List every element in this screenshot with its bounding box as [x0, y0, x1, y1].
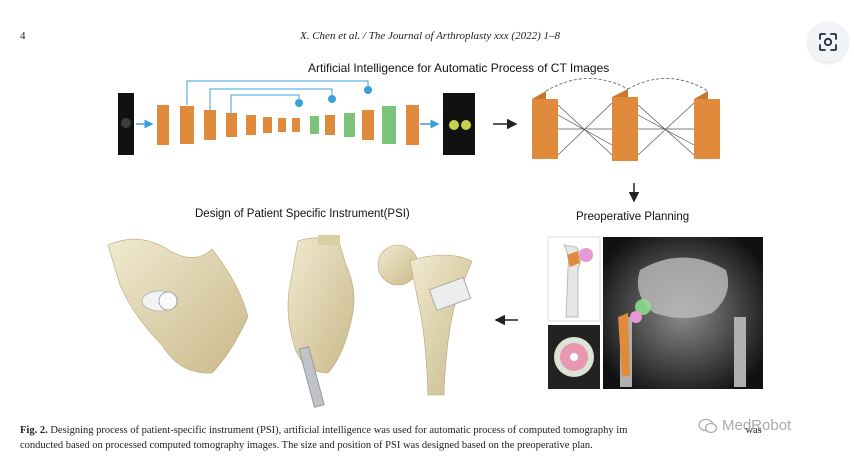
- input-ct-image: [118, 93, 134, 155]
- scan-image-icon: [819, 33, 837, 51]
- output-ct-image: [443, 93, 475, 155]
- psi-femur-render: [377, 244, 473, 396]
- figure-graphics: [107, 78, 763, 408]
- scan-image-button[interactable]: [808, 22, 848, 62]
- watermark-text: MedRobot: [722, 417, 792, 434]
- figure-title-psi: Design of Patient Specific Instrument(PS…: [195, 208, 410, 220]
- dense-blocks: [532, 78, 720, 161]
- caption-text-line1-end: was: [745, 425, 762, 436]
- psi-spine-render: [287, 235, 355, 408]
- figure: Artificial Intelligence for Automatic Pr…: [100, 55, 780, 415]
- caption-text-line2: conducted based on processed computed to…: [20, 440, 593, 451]
- psi-pelvis-render: [107, 238, 249, 374]
- planning-images: [547, 236, 763, 389]
- figure-title-ai: Artificial Intelligence for Automatic Pr…: [308, 61, 610, 75]
- wechat-icon: [698, 418, 718, 433]
- running-head: X. Chen et al. / The Journal of Arthropl…: [300, 30, 560, 42]
- caption-label: Fig. 2.: [20, 425, 48, 436]
- skip-connections: [186, 80, 372, 113]
- figure-label-planning: Preoperative Planning: [576, 211, 690, 223]
- figure-caption: Fig. 2. Designing process of patient-spe…: [20, 423, 850, 453]
- watermark: MedRobot: [698, 417, 791, 434]
- unet-blocks: [157, 105, 419, 145]
- caption-text-line1: Designing process of patient-specific in…: [47, 425, 628, 436]
- page-number: 4: [20, 30, 26, 42]
